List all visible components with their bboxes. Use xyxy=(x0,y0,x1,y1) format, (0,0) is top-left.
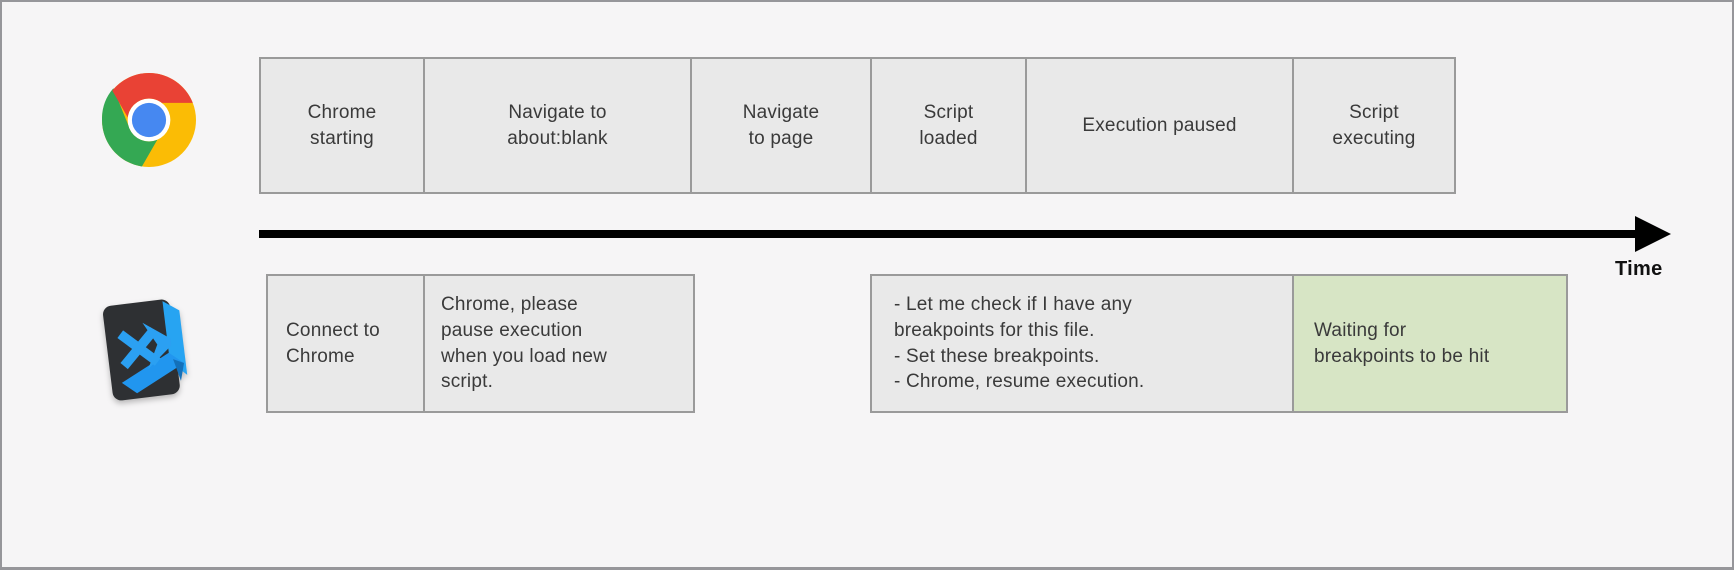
timeline-box-chrome-starting: Chrome starting xyxy=(259,57,425,194)
time-axis-arrowhead-icon xyxy=(1635,216,1671,252)
timeline-box-navigate-about-blank: Navigate to about:blank xyxy=(423,57,692,194)
vscode-lane-group-b: - Let me check if I have any breakpoints… xyxy=(870,274,1568,413)
timeline-box-connect-to-chrome: Connect to Chrome xyxy=(266,274,425,413)
box-label: Chrome, please pause execution when you … xyxy=(441,293,608,393)
timeline-box-script-loaded: Script loaded xyxy=(870,57,1027,194)
timeline-box-script-executing: Script executing xyxy=(1292,57,1456,194)
timeline-box-pause-request: Chrome, please pause execution when you … xyxy=(423,274,695,413)
box-label: Navigate to about:blank xyxy=(507,101,608,149)
box-label: Execution paused xyxy=(1082,114,1237,136)
box-label: Chrome starting xyxy=(307,101,377,149)
timeline-box-set-breakpoints: - Let me check if I have any breakpoints… xyxy=(870,274,1294,413)
time-axis-label: Time xyxy=(1615,258,1663,280)
vscode-logo xyxy=(103,299,188,401)
chrome-icon xyxy=(101,73,196,167)
box-label: - Let me check if I have any breakpoints… xyxy=(894,293,1145,393)
box-label: Waiting for breakpoints to be hit xyxy=(1314,319,1490,367)
chrome-lane: Chrome starting Navigate to about:blank … xyxy=(259,57,1456,194)
box-label: Connect to Chrome xyxy=(286,319,380,367)
timeline-box-navigate-to-page: Navigate to page xyxy=(690,57,872,194)
timeline-box-execution-paused: Execution paused xyxy=(1025,57,1294,194)
vscode-lane-group-a: Connect to Chrome Chrome, please pause e… xyxy=(266,274,695,413)
box-label: Navigate to page xyxy=(742,101,820,149)
box-label: Script executing xyxy=(1332,101,1416,149)
chrome-logo xyxy=(101,73,196,167)
timeline-box-waiting-for-breakpoints: Waiting for breakpoints to be hit xyxy=(1292,274,1568,413)
vscode-icon xyxy=(94,287,198,417)
box-label: Script loaded xyxy=(919,101,978,149)
time-axis-line xyxy=(259,230,1637,238)
